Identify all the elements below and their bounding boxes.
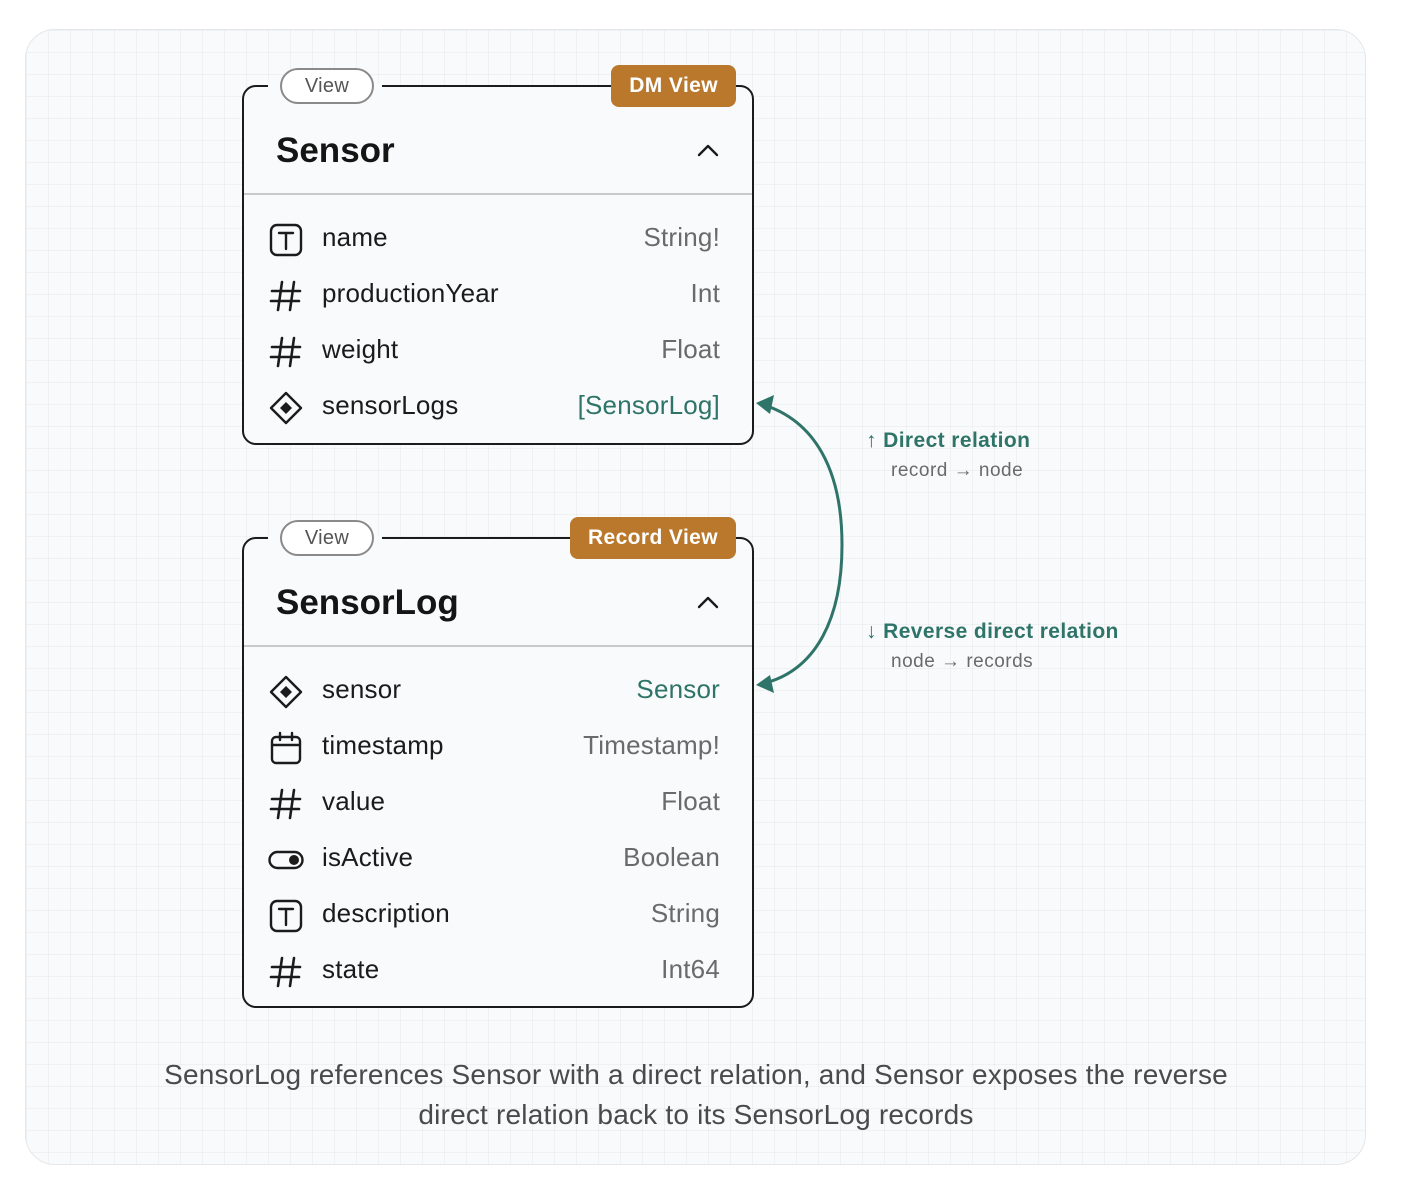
card-title: Sensor xyxy=(276,131,395,170)
view-badge: View xyxy=(280,68,374,104)
number-icon xyxy=(268,278,304,314)
field-name: value xyxy=(322,785,386,816)
field-row[interactable]: sensor Sensor xyxy=(244,661,752,717)
field-name: sensorLogs xyxy=(322,389,459,420)
field-type: Boolean xyxy=(623,841,720,872)
field-type: Float xyxy=(661,333,720,364)
field-row[interactable]: sensorLogs [SensorLog] xyxy=(244,377,752,433)
sensorlog-view-card[interactable]: View Record View SensorLog sensor Sensor… xyxy=(242,517,754,1008)
number-icon xyxy=(268,334,304,370)
field-row[interactable]: isActive Boolean xyxy=(244,829,752,885)
reverse-relation-subtext: node → records xyxy=(891,651,1034,672)
caption-line: SensorLog references Sensor with a direc… xyxy=(164,1059,1228,1090)
number-icon xyxy=(268,786,304,822)
field-type-link[interactable]: [SensorLog] xyxy=(577,389,720,420)
field-type: String! xyxy=(643,221,720,252)
field-name: description xyxy=(322,897,450,928)
relation-icon xyxy=(268,674,304,710)
view-badge: View xyxy=(280,520,374,556)
field-name: state xyxy=(322,953,380,984)
field-type: String xyxy=(650,897,720,928)
card-title: SensorLog xyxy=(276,583,459,622)
field-type-link[interactable]: Sensor xyxy=(636,673,720,704)
field-row[interactable]: productionYear Int xyxy=(244,265,752,321)
direct-relation-subtext: record → node xyxy=(891,460,1024,481)
view-kind-tag: DM View xyxy=(611,65,736,107)
field-row[interactable]: weight Float xyxy=(244,321,752,377)
chevron-up-icon[interactable] xyxy=(696,139,720,163)
text-icon xyxy=(268,222,304,258)
direct-relation-label: ↑ Direct relation xyxy=(866,429,1031,452)
card-header: SensorLog xyxy=(244,539,752,647)
sensor-view-card[interactable]: View DM View Sensor name String! product… xyxy=(242,65,754,445)
chevron-up-icon[interactable] xyxy=(696,591,720,615)
reverse-relation-label: ↓ Reverse direct relation xyxy=(866,620,1119,643)
field-row[interactable]: description String xyxy=(244,885,752,941)
field-type: Int64 xyxy=(661,953,720,984)
field-row[interactable]: value Float xyxy=(244,773,752,829)
field-name: isActive xyxy=(322,841,414,872)
field-list: name String! productionYear Int weight F… xyxy=(244,195,752,433)
field-name: name xyxy=(322,221,388,252)
text-icon xyxy=(268,898,304,934)
calendar-icon xyxy=(268,730,304,766)
field-type: Timestamp! xyxy=(583,729,720,760)
field-row[interactable]: timestamp Timestamp! xyxy=(244,717,752,773)
field-type: Int xyxy=(690,277,720,308)
field-row[interactable]: state Int64 xyxy=(244,941,752,997)
field-type: Float xyxy=(661,785,720,816)
field-name: timestamp xyxy=(322,729,444,760)
field-name: sensor xyxy=(322,673,402,704)
number-icon xyxy=(268,954,304,990)
relation-icon xyxy=(268,390,304,426)
field-name: weight xyxy=(322,333,399,364)
view-kind-tag: Record View xyxy=(569,517,736,559)
diagram-caption: SensorLog references Sensor with a direc… xyxy=(60,1055,1332,1135)
caption-line: direct relation back to its SensorLog re… xyxy=(418,1099,974,1130)
toggle-icon xyxy=(268,842,304,878)
field-list: sensor Sensor timestamp Timestamp! value… xyxy=(244,647,752,997)
card-header: Sensor xyxy=(244,87,752,195)
field-name: productionYear xyxy=(322,277,499,308)
field-row[interactable]: name String! xyxy=(244,209,752,265)
